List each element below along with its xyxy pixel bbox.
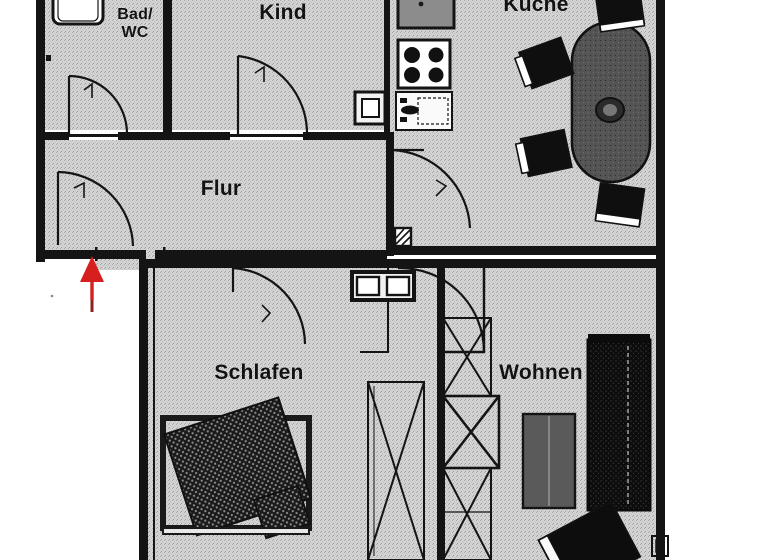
burner — [404, 47, 420, 63]
burner — [428, 67, 444, 83]
wardrobe-cabinet — [442, 467, 492, 560]
sink-basin — [417, 97, 449, 125]
wall-flur-north-a — [36, 132, 69, 140]
fixtures-schlafen — [160, 381, 425, 560]
wall-flur-north-c — [303, 132, 393, 140]
sink-faucet — [401, 105, 419, 115]
wall-flur-north-b — [118, 132, 230, 140]
sofa-backrest — [588, 334, 650, 343]
room-floor-kind — [172, 0, 384, 130]
floor-shaft-hatch — [395, 228, 411, 246]
table-centerpiece-inner — [603, 104, 617, 116]
dining-chair — [594, 0, 646, 33]
room-label-flur: Flur — [200, 177, 242, 200]
scan-speck — [50, 294, 54, 298]
sofa — [586, 338, 652, 512]
wall-kueche-bottom — [390, 246, 660, 255]
wall-schlafen-north — [148, 259, 438, 268]
room-label-wohnen: Wohnen — [499, 361, 583, 384]
door-kind — [236, 54, 309, 134]
fixtures-bad-wc — [46, 0, 105, 61]
fixtures-kind — [353, 90, 387, 126]
wall-niche-b — [385, 275, 411, 297]
sink-tap-2 — [400, 117, 407, 122]
wall-niche-a — [355, 275, 381, 297]
entrance-arrow — [80, 256, 104, 312]
toilet-fixture-inner — [361, 98, 380, 118]
wall-kind-kueche — [384, 0, 390, 140]
wall-bad-kind — [163, 0, 172, 132]
wall-exterior-left-upper — [36, 0, 45, 262]
wall-wohnen-north — [444, 259, 660, 268]
armchair — [537, 500, 642, 560]
cabinet-knob — [418, 1, 424, 7]
fixtures-wohnen — [350, 270, 652, 560]
wall-schlafen-wohnen — [437, 259, 445, 560]
wall-schlafen-left — [139, 259, 148, 560]
sink-tap — [400, 98, 407, 103]
shelf-unit — [367, 381, 425, 560]
fixtures-kueche — [393, 0, 652, 248]
room-label-kind: Kind — [259, 1, 307, 24]
threshold-kind — [230, 134, 303, 137]
entrance-threshold-2 — [163, 247, 166, 261]
stove-four-burner — [396, 38, 452, 90]
bathtub-inner — [57, 0, 99, 22]
door-schlafen — [231, 266, 307, 345]
wall-flur-bottom — [36, 250, 146, 259]
door-entrance — [56, 170, 135, 247]
kitchen-upper-cabinet — [396, 0, 456, 30]
wall-step-bottom-right-inner — [655, 539, 665, 553]
room-floor-flur — [45, 140, 386, 250]
entrance-threshold — [95, 247, 98, 261]
burner — [404, 67, 420, 83]
door-wohnen — [397, 266, 486, 353]
bed-foot-board — [162, 527, 310, 535]
burner — [428, 47, 444, 63]
wall-exterior-right — [656, 0, 665, 560]
dining-chair — [514, 128, 573, 178]
threshold-bad — [69, 134, 118, 137]
wall-flur-bottom-right — [155, 250, 387, 259]
door-swings — [56, 54, 486, 353]
walls — [36, 0, 669, 560]
wall-step-bottom-right — [651, 535, 669, 557]
room-label-kueche: Küche — [503, 0, 569, 16]
bad-wc-wall-stub — [46, 55, 51, 61]
door-kueche — [391, 148, 472, 229]
dining-chair — [594, 181, 646, 228]
wall-flur-east — [386, 132, 394, 256]
room-label-schlafen: Schlafen — [214, 361, 304, 384]
dining-chair — [513, 36, 575, 90]
door-bad-wc — [67, 74, 129, 135]
room-label-bad-wc: Bad/ WC — [117, 6, 153, 41]
